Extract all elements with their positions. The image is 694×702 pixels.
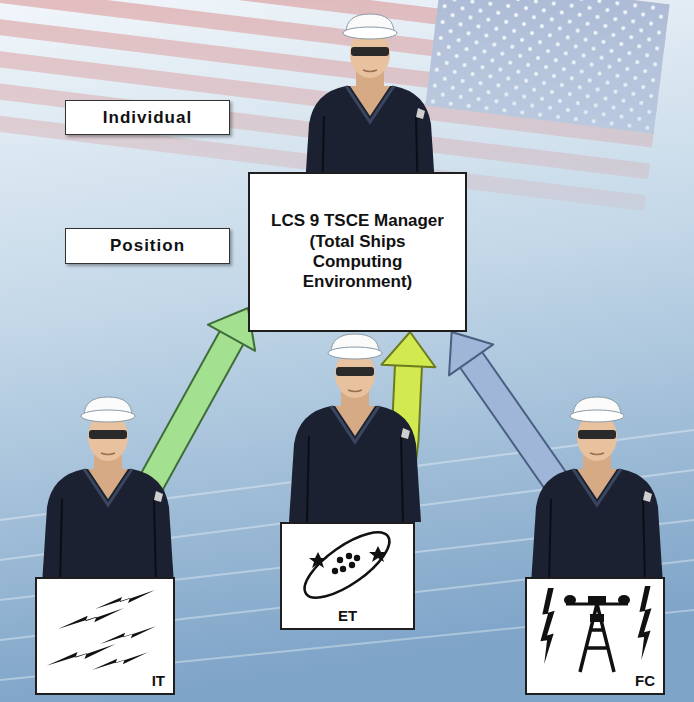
position-box: LCS 9 TSCE Manager (Total Ships Computin… (248, 172, 467, 332)
fc-tower-icon (540, 586, 651, 672)
sailor-figure (289, 334, 421, 522)
rating-box: IT (35, 577, 175, 695)
node-label: FC (635, 672, 655, 689)
sailor-figure (42, 397, 174, 585)
arrow-head (381, 332, 435, 367)
node-label: ET (338, 607, 357, 624)
label-box: Position (65, 228, 230, 264)
rating-box: ET (280, 522, 415, 630)
et-atom-icon (295, 521, 399, 609)
rating-box: FC (525, 577, 665, 695)
it-lightning-icon (47, 590, 157, 670)
label-box: Individual (65, 100, 230, 135)
node-label: IT (152, 672, 165, 689)
node-label: Individual (103, 108, 192, 128)
sailor-figure (531, 397, 663, 585)
node-label: Position (110, 236, 185, 256)
arrow-head (449, 332, 493, 375)
node-label: LCS 9 TSCE Manager (Total Ships Computin… (264, 211, 451, 293)
